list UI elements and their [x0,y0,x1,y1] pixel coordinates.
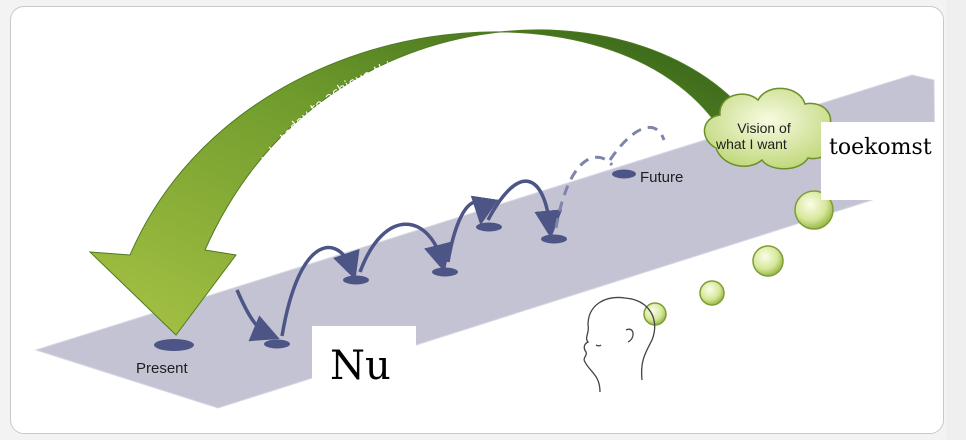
present-stone [154,339,194,351]
thought-bubble-2 [699,280,725,306]
jump-arc-5 [486,179,563,239]
stone-1 [264,339,290,349]
thinking-head-icon [583,296,656,393]
overlay-future-label: toekomst [821,122,943,200]
thought-bubble-4 [794,190,834,230]
jump-arc-1 [235,289,280,342]
jump-arc-dashed [554,155,614,229]
vision-arrow [88,29,751,336]
future-label: Future [640,169,683,186]
side-panel [946,0,966,440]
present-label: Present [136,360,189,377]
jump-arc-3 [358,222,452,273]
stone-4 [476,222,502,232]
thought-bubble-3 [752,245,784,277]
jump-arc-2 [280,245,360,337]
vision-line-1: Vision of [737,120,791,136]
stone-2 [343,275,369,285]
future-stone [612,169,636,179]
stone-5 [541,234,567,244]
vision-line-2: what I want [715,136,787,152]
overlay-now-label: Nu [312,326,416,406]
vision-cloud [703,87,833,170]
stone-3 [432,267,458,277]
jump-arc-4 [446,195,499,263]
